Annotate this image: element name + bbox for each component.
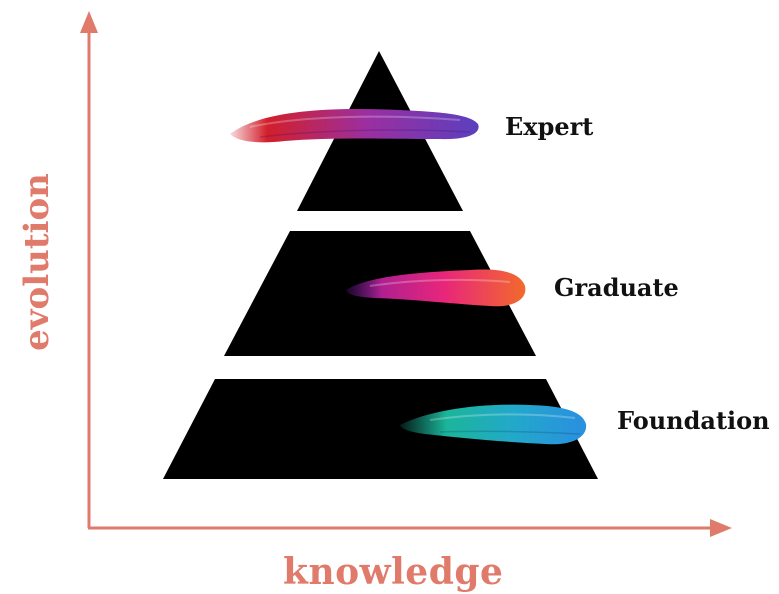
y-axis-label: evolution [17,173,57,351]
x-axis-arrow [710,519,732,537]
tier-label-foundation: Foundation [617,406,770,435]
brush-strokes [230,109,587,445]
x-axis-label: knowledge [283,551,504,593]
axes [80,11,732,537]
brush-stroke-graduate [346,269,526,307]
brush-stroke-foundation [400,404,587,445]
pyramid-tier-foundation [163,379,598,479]
tier-label-graduate: Graduate [554,273,679,302]
tier-label-expert: Expert [505,112,594,141]
y-axis-arrow [80,11,98,33]
brush-stroke-expert [230,109,479,143]
